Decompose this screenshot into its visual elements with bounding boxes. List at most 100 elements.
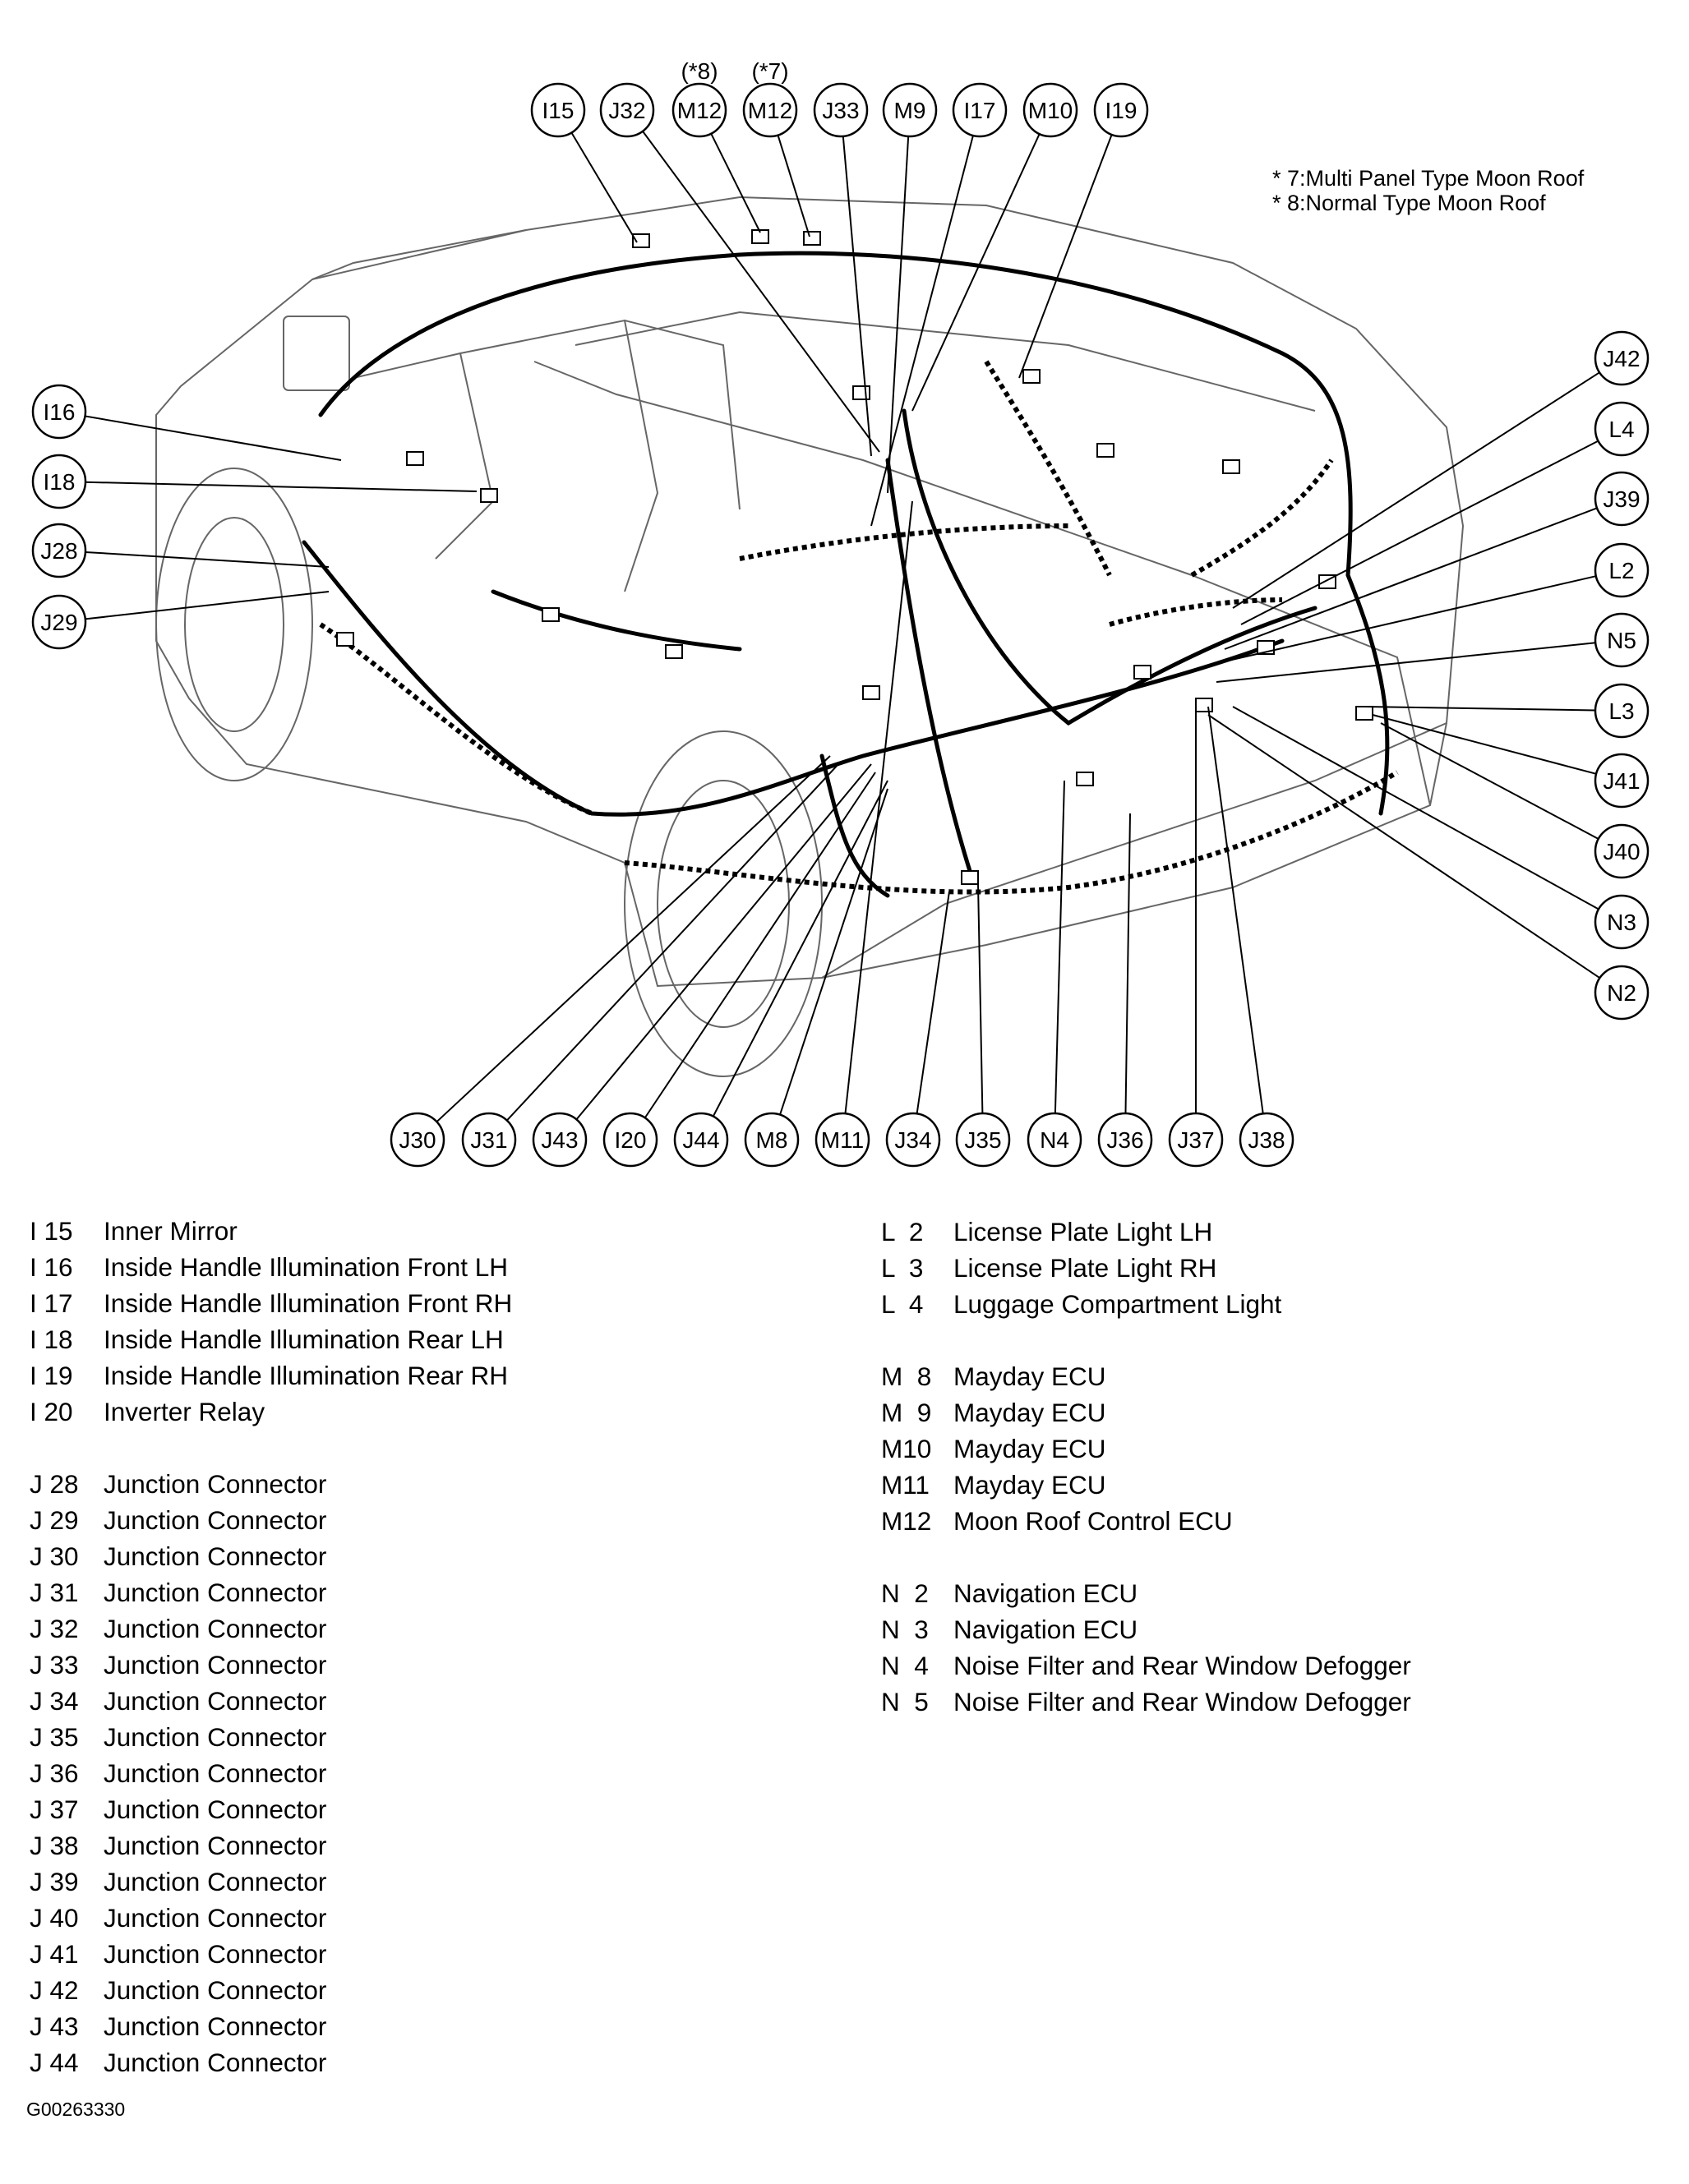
leader-line-m11 [844,500,913,1114]
leader-line-l4 [1240,440,1599,625]
callout-circle [671,82,727,138]
leader-line-l2 [1224,575,1597,662]
callout-label: L2 [1608,558,1634,583]
legend-code: I 19 [30,1361,73,1390]
callout-circle [955,1112,1011,1168]
callout-circle [1093,82,1149,138]
leader-lines [85,131,1600,1122]
callout-circle [1594,612,1650,668]
legend-code: J 33 [30,1650,79,1679]
legend-description: Mayday ECU [953,1470,1106,1500]
legend-description: Navigation ECU [953,1615,1138,1644]
callout-label: I15 [542,98,575,123]
legend-description: Junction Connector [104,1939,327,1969]
callout-m12-3: M12(*7) [742,58,798,138]
footnote-8: * 8:Normal Type Moon Roof [1272,191,1546,215]
callout-m11: M11 [815,1112,870,1168]
callout-j32: J32 [599,82,655,138]
leader-line-j32 [642,131,880,453]
callout-label: M8 [756,1127,788,1153]
legend-description: Navigation ECU [953,1578,1138,1608]
callout-circle [815,1112,870,1168]
callout-l2: L2 [1594,542,1650,598]
callout-m9: M9 [882,82,938,138]
callout-circle [532,1112,588,1168]
legend-description: Mayday ECU [953,1434,1106,1463]
callout-j39: J39 [1594,471,1650,527]
callout-circle [1594,894,1650,950]
callout-j28: J28 [31,523,87,578]
callout-label: N3 [1607,910,1636,935]
callout-circle [31,594,87,650]
callout-circle [882,82,938,138]
callout-label: N2 [1607,980,1636,1006]
leader-line-n5 [1216,642,1596,683]
wire-harness [302,251,1390,898]
leader-line-i16 [85,415,342,461]
leader-line-i15 [570,131,638,243]
callout-label: J37 [1177,1127,1214,1153]
callout-label: N4 [1040,1127,1069,1153]
callout-j38: J38 [1239,1112,1294,1168]
leader-line-j31 [506,763,839,1122]
callout-i18: I18 [31,454,87,509]
callout-label: M11 [821,1127,864,1153]
legend-description: Junction Connector [104,1505,327,1535]
callout-j42: J42 [1594,330,1650,386]
legend-code: I 15 [30,1216,73,1246]
leader-line-j43 [575,763,872,1121]
leader-line-i19 [1018,134,1113,379]
legend-description: Noise Filter and Rear Window Defogger [953,1651,1411,1680]
callout-j36: J36 [1097,1112,1153,1168]
callout-label: I16 [44,399,76,425]
legend-code: J 39 [30,1867,79,1896]
callout-circle [31,454,87,509]
callout-label: J29 [40,610,77,635]
leader-line-m10 [911,133,1041,412]
legend-description: License Plate Light LH [953,1217,1213,1246]
leader-line-m12 [710,133,761,233]
callout-circle [673,1112,729,1168]
legend-code: J 44 [30,2048,79,2077]
callout-label: J44 [682,1127,719,1153]
callout-n5: N5 [1594,612,1650,668]
legend-code: M12 [881,1506,932,1536]
callout-label: M9 [894,98,926,123]
callout-n2: N2 [1594,965,1650,1021]
callout-n3: N3 [1594,894,1650,950]
leader-line-j33 [842,136,872,457]
callout-circle [1027,1112,1082,1168]
legend-code: M10 [881,1434,932,1463]
legend-description: Junction Connector [104,1903,327,1933]
legend-description: Junction Connector [104,1578,327,1607]
legend-code: J 32 [30,1614,79,1643]
callout-circle [1594,823,1650,879]
legend-description: Luggage Compartment Light [953,1289,1282,1319]
legend-code: N 2 [881,1578,929,1608]
callout-circle [461,1112,517,1168]
legend-description: Junction Connector [104,1686,327,1716]
callout-variant-note: (*7) [751,58,788,84]
callout-circle [1097,1112,1153,1168]
callout-l4: L4 [1594,401,1650,457]
legend-description: Junction Connector [104,1722,327,1752]
callout-i16: I16 [31,384,87,440]
legend-description: Moon Roof Control ECU [953,1506,1233,1536]
callout-j31: J31 [461,1112,517,1168]
legend-code: I 17 [30,1288,73,1318]
legend-code: J 36 [30,1758,79,1788]
legend-description: Junction Connector [104,2048,327,2077]
legend-description: Junction Connector [104,1541,327,1571]
leader-line-i20 [644,772,876,1118]
